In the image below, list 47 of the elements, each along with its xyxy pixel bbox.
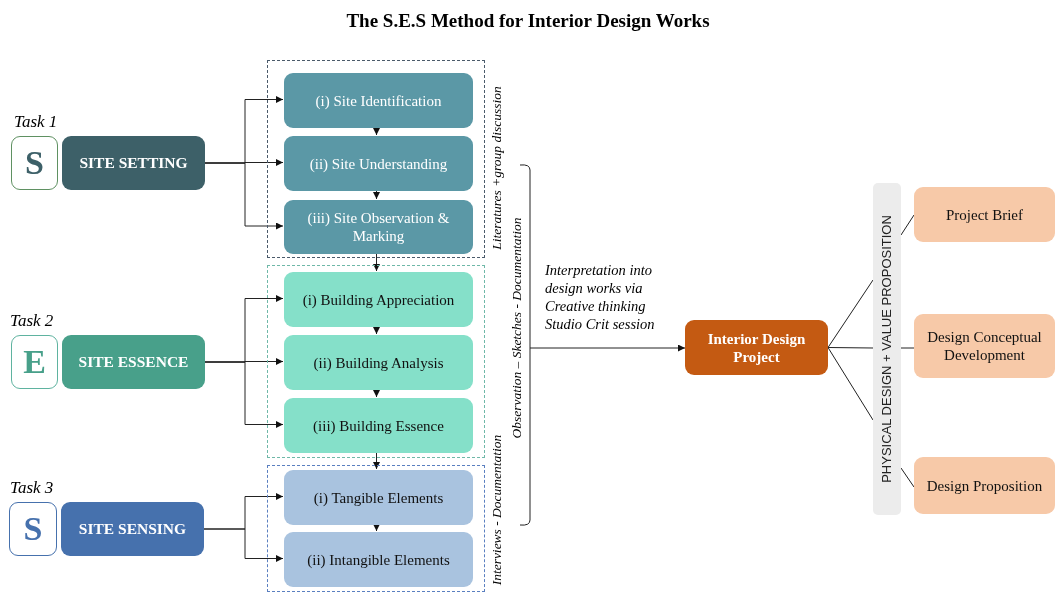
task-box: SITE ESSENCE <box>62 335 205 389</box>
step-box: (iii) Building Essence <box>284 398 473 453</box>
step-box: (iii) Site Observation & Marking <box>284 200 473 254</box>
letter-tile: E <box>11 335 58 389</box>
step-box: (i) Building Appreciation <box>284 272 473 327</box>
step-box: (i) Site Identification <box>284 73 473 128</box>
connector-line <box>900 467 915 488</box>
step-box: (ii) Building Analysis <box>284 335 473 390</box>
letter-tile: S <box>11 136 58 190</box>
task-box: SITE SETTING <box>62 136 205 190</box>
vertical-note: Interviews - Documentation <box>489 434 505 586</box>
task-box: SITE SENSING <box>61 502 204 556</box>
project-box: Interior Design Project <box>685 320 828 375</box>
outcome-box: Design Proposition <box>914 457 1055 514</box>
vertical-band <box>873 183 901 515</box>
arrow <box>373 451 380 470</box>
arrow <box>373 325 380 335</box>
arrow <box>203 528 284 562</box>
task-label: Task 2 <box>10 311 54 331</box>
connector-line <box>900 214 915 236</box>
connector-line <box>827 347 874 421</box>
arrow <box>373 189 380 200</box>
arrow <box>373 252 380 272</box>
arrow <box>204 361 284 428</box>
vertical-note: Observation – Sketches - Documentation <box>509 217 525 439</box>
dashed-group-box <box>267 465 485 592</box>
arrow <box>373 388 380 398</box>
step-box: (ii) Site Understanding <box>284 136 473 191</box>
connector-line <box>827 279 874 348</box>
step-box: (ii) Intangible Elements <box>284 532 473 587</box>
arrow <box>529 344 686 352</box>
band-label: PHYSICAL DESIGN + VALUE PROPOSITION <box>879 215 895 483</box>
outcome-box: Project Brief <box>914 187 1055 242</box>
letter-tile: S <box>9 502 57 556</box>
arrow <box>204 162 284 230</box>
arrow <box>373 523 380 532</box>
connector-line <box>827 347 874 349</box>
task-label: Task 3 <box>10 478 54 498</box>
arrow <box>373 126 380 136</box>
task-label: Task 1 <box>14 112 58 132</box>
vertical-note: Literatures +group discussion <box>489 86 505 250</box>
connector-line <box>900 347 915 349</box>
dashed-group-box <box>267 265 485 458</box>
outcome-box: Design Conceptual Development <box>914 314 1055 378</box>
diagram-title: The S.E.S Method for Interior Design Works <box>345 10 711 32</box>
step-box: (i) Tangible Elements <box>284 470 473 525</box>
dashed-group-box <box>267 60 485 258</box>
